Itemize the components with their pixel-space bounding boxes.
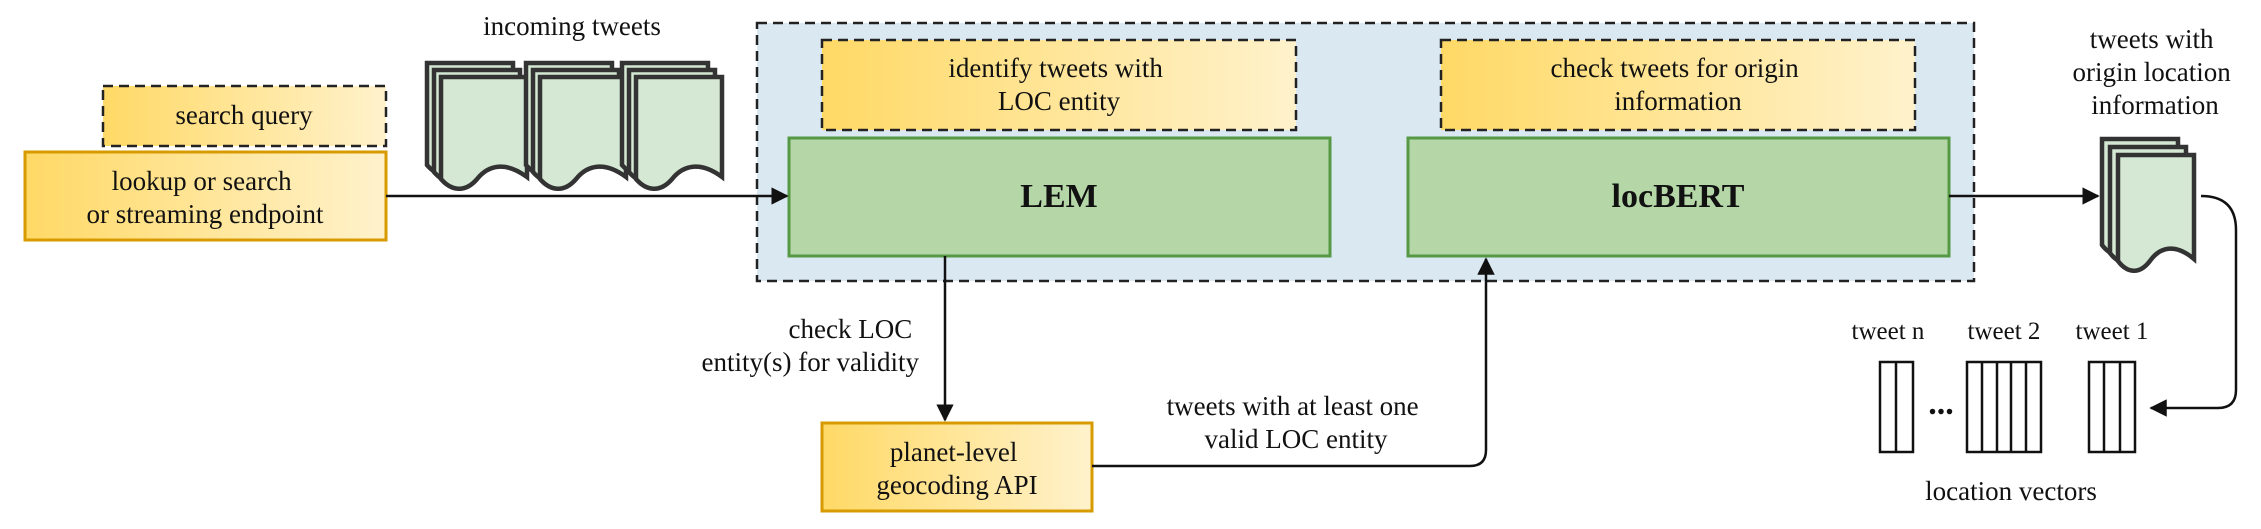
- tweet-doc-stack-1: [424, 60, 530, 191]
- tweet-n-label: tweet n: [1852, 318, 1925, 345]
- tweet-doc-stack-2: [523, 60, 629, 191]
- search-query-label: search query: [175, 100, 313, 130]
- origin-step-label: check tweets for origin information: [1551, 53, 1806, 116]
- search-query-box: [101, 84, 388, 148]
- output-doc-stack: [2099, 136, 2197, 273]
- endpoint-box: [23, 150, 388, 242]
- tweet-1-label: tweet 1: [2076, 318, 2149, 345]
- vector-tweet-2: [1965, 360, 2043, 454]
- locbert-label: locBERT: [1612, 178, 1745, 215]
- valid-tweets-label: tweets with at least one valid LOC entit…: [1167, 391, 1426, 454]
- vector-ellipsis: ...: [1928, 385, 1954, 422]
- lem-label: LEM: [1020, 178, 1097, 215]
- arrow-geocoding-to-locbert: [1092, 257, 1495, 468]
- identify-step-box: [820, 38, 1298, 132]
- origin-step-box: [1439, 38, 1917, 132]
- vector-tweet-n: [1878, 360, 1915, 454]
- tweet-document-shape: [537, 74, 629, 191]
- endpoint-label: lookup or search or streaming endpoint: [87, 166, 324, 229]
- vector-tweet-1: [2087, 360, 2137, 454]
- tweet-document-shape: [2115, 152, 2197, 273]
- lem-box: [787, 136, 1332, 258]
- incoming-tweets-icon: [424, 60, 725, 191]
- check-loc-label: check LOC entity(s) for validity: [702, 314, 920, 377]
- geocoding-label: planet-level geocoding API: [876, 437, 1037, 500]
- tweet-document-shape: [438, 74, 530, 191]
- tweet-doc-stack-3: [619, 60, 725, 191]
- incoming-tweets-label: incoming tweets: [483, 11, 661, 41]
- output-tweets-label: tweets with origin location information: [2073, 24, 2238, 120]
- output-tweets-icon: [2099, 136, 2197, 273]
- arrow-output-to-vectors: [2149, 194, 2238, 417]
- identify-step-label: identify tweets with LOC entity: [948, 53, 1169, 116]
- tweet-document-shape: [633, 74, 725, 191]
- locbert-box: [1406, 136, 1951, 258]
- tweet-2-label: tweet 2: [1968, 318, 2041, 345]
- location-vectors-label: location vectors: [1925, 476, 2097, 506]
